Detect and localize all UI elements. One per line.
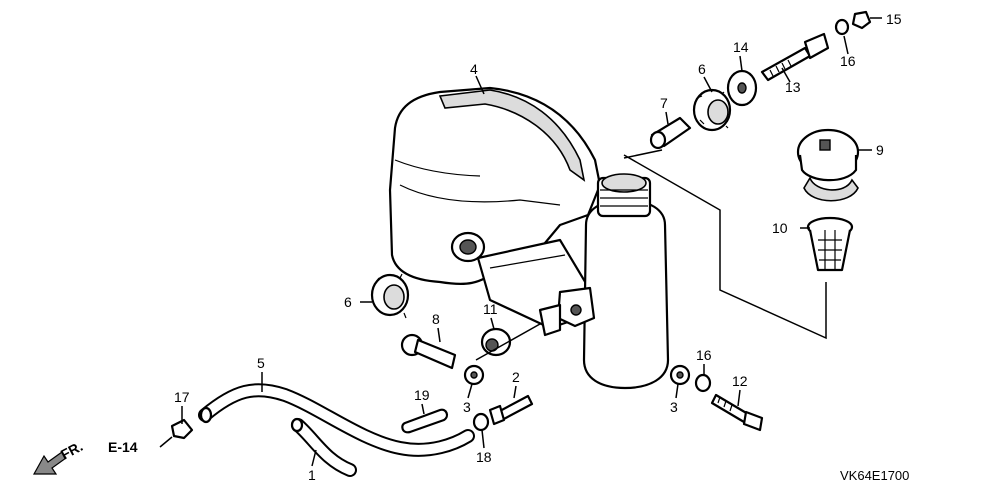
callout-19: 19 (414, 387, 430, 403)
callout-16-top: 16 (840, 53, 856, 69)
callout-9: 9 (876, 142, 884, 158)
callout-14: 14 (733, 39, 749, 55)
callout-12: 12 (732, 373, 748, 389)
callout-numbers: 4 6 7 14 13 16 15 9 10 6 8 11 3 3 16 12 … (174, 11, 902, 483)
callout-5: 5 (257, 355, 265, 371)
callout-17: 17 (174, 389, 190, 405)
bolt-13-part (760, 32, 830, 82)
grommet-11-part (480, 327, 512, 357)
washer-16-lower-part (694, 373, 712, 393)
nut-3-left-part (463, 364, 485, 386)
hose-5-part (198, 383, 475, 457)
collar-part (649, 116, 692, 150)
callout-15: 15 (886, 11, 902, 27)
reference-lines (475, 149, 827, 361)
tank-body-part (388, 86, 602, 330)
callout-6-top: 6 (698, 61, 706, 77)
nut-3-right-part (669, 364, 691, 386)
front-direction-arrow: FR. (32, 438, 85, 475)
filler-neck-part (538, 173, 670, 390)
section-reference-label: E-14 (108, 439, 138, 455)
filler-cap-part (796, 128, 860, 202)
callout-10: 10 (772, 220, 788, 236)
callout-11: 11 (483, 301, 498, 317)
callout-13: 13 (785, 79, 801, 95)
clip-19-part (401, 408, 449, 434)
nut-15-part (851, 10, 872, 30)
strainer-part (806, 216, 854, 272)
leader-lines (181, 17, 882, 467)
bolt-12-part (710, 393, 764, 432)
clamp-18-part (472, 412, 490, 432)
washer-16-top-part (834, 18, 850, 36)
grommet-left-part (370, 273, 410, 319)
callout-4: 4 (470, 61, 478, 77)
diagram-code: VK64E1700 (840, 468, 909, 483)
callout-6-left: 6 (344, 294, 352, 310)
callout-3-left: 3 (463, 399, 471, 415)
hose-1-part (290, 417, 357, 477)
callout-18: 18 (476, 449, 492, 465)
reference-leader (159, 436, 173, 448)
callout-16-lower: 16 (696, 347, 712, 363)
callout-2: 2 (512, 369, 520, 385)
washer-14-part (726, 69, 758, 107)
bolt-2-part (488, 394, 534, 426)
grommet-top-part (692, 88, 732, 132)
callout-3-right: 3 (670, 399, 678, 415)
callout-1: 1 (308, 467, 316, 483)
callout-8: 8 (432, 311, 440, 327)
callout-7: 7 (660, 95, 668, 111)
pin-8-part (400, 333, 457, 370)
